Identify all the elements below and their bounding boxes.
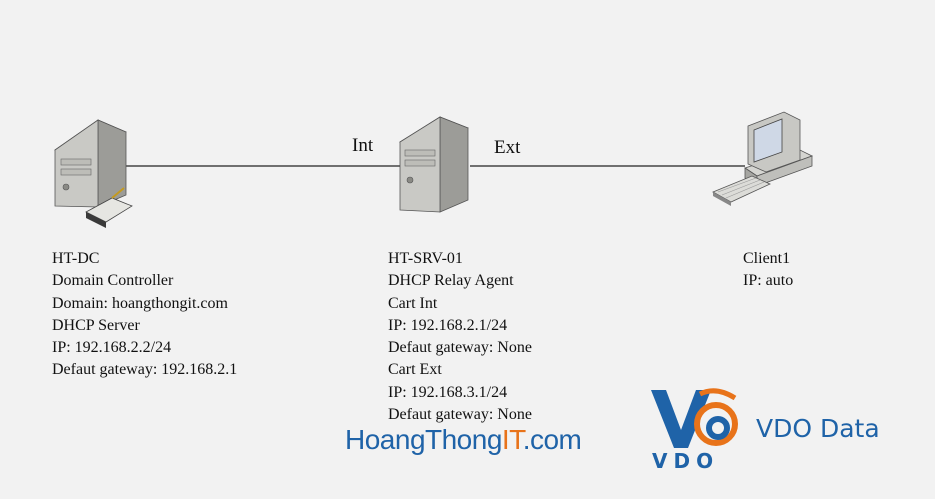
watermark-part1: HoangThong bbox=[345, 424, 502, 455]
watermark-part3: .com bbox=[522, 424, 582, 455]
ht-srv-01-info: HT-SRV-01 DHCP Relay Agent Cart Int IP: … bbox=[388, 248, 532, 426]
card-int-label: Cart Int bbox=[388, 294, 438, 312]
client1-info: Client1 IP: auto bbox=[743, 248, 793, 293]
node-ip: IP: auto bbox=[743, 272, 794, 290]
server-icon bbox=[399, 116, 469, 213]
card-ext-ip: IP: 192.168.3.1/24 bbox=[388, 383, 508, 401]
watermark-part2: IT bbox=[501, 424, 523, 455]
node-service: DHCP Server bbox=[52, 316, 140, 334]
server-dhcp-icon bbox=[54, 119, 133, 228]
logo-text: VDO bbox=[652, 449, 719, 473]
ht-dc-info: HT-DC Domain Controller Domain: hoangtho… bbox=[52, 248, 237, 382]
card-int-ip: IP: 192.168.2.1/24 bbox=[388, 316, 508, 334]
card-ext-label: Cart Ext bbox=[388, 361, 442, 379]
vdo-logo: VDO bbox=[651, 388, 738, 473]
watermark: HoangThongIT.com bbox=[345, 424, 582, 456]
node-name: HT-DC bbox=[52, 250, 100, 267]
node-name: HT-SRV-01 bbox=[388, 250, 463, 267]
node-gateway: Defaut gateway: 192.168.2.1 bbox=[52, 361, 238, 379]
node-name: Client1 bbox=[743, 250, 791, 267]
node-role: Domain Controller bbox=[52, 272, 174, 290]
brand-name: VDO Data bbox=[756, 414, 880, 443]
link-int-label: Int bbox=[352, 135, 374, 156]
node-role: DHCP Relay Agent bbox=[388, 272, 514, 290]
card-int-gateway: Defaut gateway: None bbox=[388, 339, 532, 357]
node-ip: IP: 192.168.2.2/24 bbox=[52, 339, 172, 357]
node-domain: Domain: hoangthongit.com bbox=[52, 294, 228, 312]
card-ext-gateway: Defaut gateway: None bbox=[388, 406, 532, 424]
desktop-computer-icon bbox=[712, 111, 814, 206]
link-ext-label: Ext bbox=[494, 137, 521, 158]
